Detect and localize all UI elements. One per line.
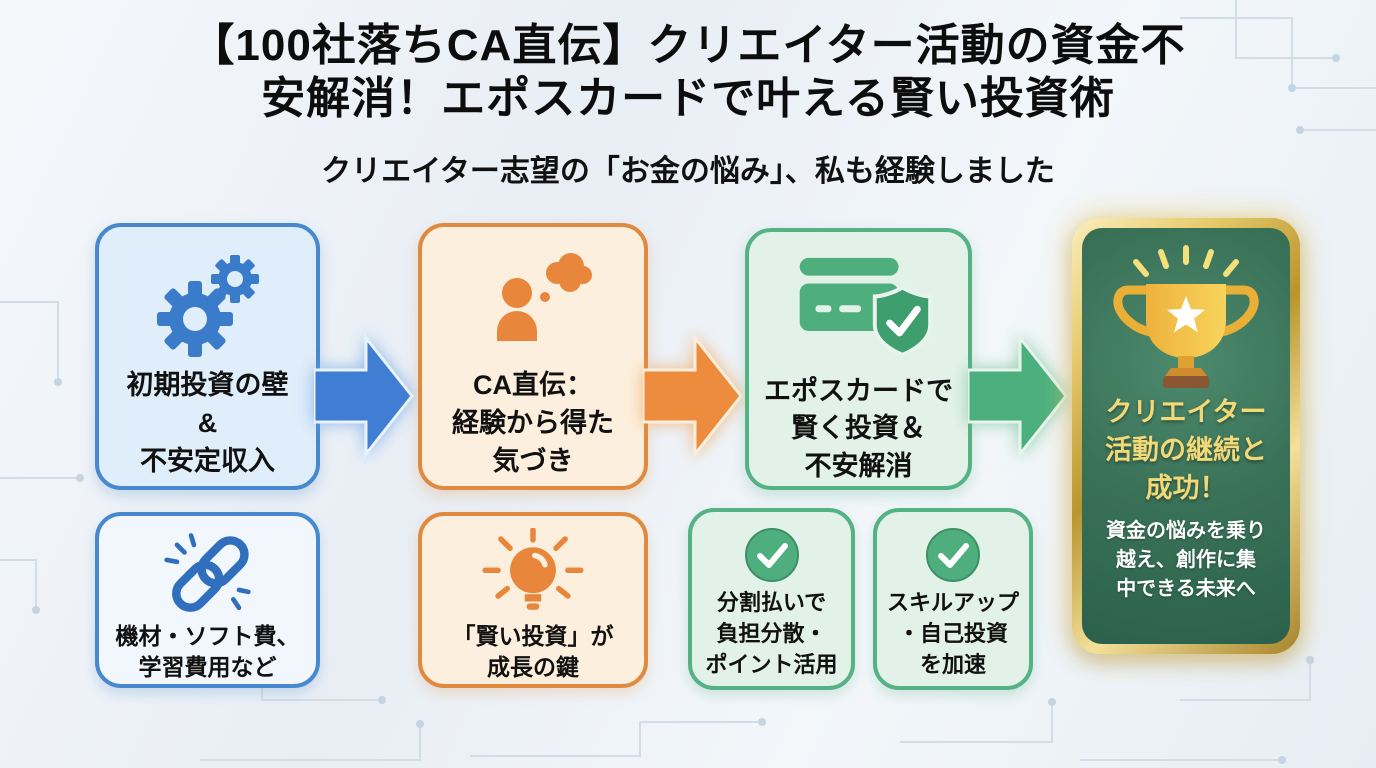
chain-link-icon: [163, 533, 251, 612]
step-card-epos-invest: エポスカードで 賢く投資＆ 不安解消: [745, 228, 972, 490]
note4-label: スキルアップ ・自己投資 を加速: [886, 590, 1019, 677]
goal-card: クリエイター 活動の継続と 成功！ 資金の悩みを乗り 越え、創作に集 中できる未…: [1072, 218, 1300, 654]
flow-arrow-2: [643, 334, 743, 458]
trophy-icon: [1113, 245, 1259, 388]
step1-label: 初期投資の壁 & 不安定収入: [126, 370, 289, 476]
flow-arrow-3: [968, 334, 1068, 458]
step2-label: CA直伝： 経験から得た 気づき: [452, 370, 614, 476]
flow-arrow-1: [314, 334, 414, 458]
page-title-line1: 【100社落ちCA直伝】クリエイター活動の資金不: [190, 21, 1186, 70]
goal-heading: クリエイター 活動の継続と 成功！: [1105, 397, 1267, 503]
page-title: 【100社落ちCA直伝】クリエイター活動の資金不 安解消！エポスカードで叶える賢…: [0, 20, 1376, 126]
card-shield-icon: [799, 257, 932, 357]
check-circle-icon: [744, 528, 799, 582]
note-card-smart-invest: 「賢い投資」が 成長の鍵: [418, 512, 648, 688]
note1-label: 機材・ソフト費、 学習費用など: [115, 622, 300, 681]
step-card-initial-investment: 初期投資の壁 & 不安定収入: [95, 223, 320, 490]
note2-label: 「賢い投資」が 成長の鍵: [452, 622, 614, 681]
step3-label: エポスカードで 賢く投資＆ 不安解消: [764, 375, 953, 482]
lightbulb-icon: [482, 528, 584, 610]
note-card-installments: 分割払いで 負担分散・ ポイント活用: [688, 508, 855, 690]
note-card-costs: 機材・ソフト費、 学習費用など: [95, 512, 320, 688]
note-card-skill-up: スキルアップ ・自己投資 を加速: [873, 508, 1033, 690]
goal-card-inner: クリエイター 活動の継続と 成功！ 資金の悩みを乗り 越え、創作に集 中できる未…: [1082, 228, 1290, 644]
check-circle-icon: [926, 528, 980, 582]
page-subtitle: クリエイター志望の「お金の悩み」、私も経験しました: [321, 155, 1055, 188]
goal-body: 資金の悩みを乗り 越え、創作に集 中できる未来へ: [1106, 520, 1266, 601]
person-thought-icon: [497, 253, 592, 341]
note3-label: 分割払いで 負担分散・ ポイント活用: [705, 590, 838, 677]
step-card-ca-insight: CA直伝： 経験から得た 気づき: [418, 223, 648, 490]
gears-icon: [156, 255, 259, 357]
page-title-line2: 安解消！エポスカードで叶える賢い投資術: [261, 73, 1115, 123]
